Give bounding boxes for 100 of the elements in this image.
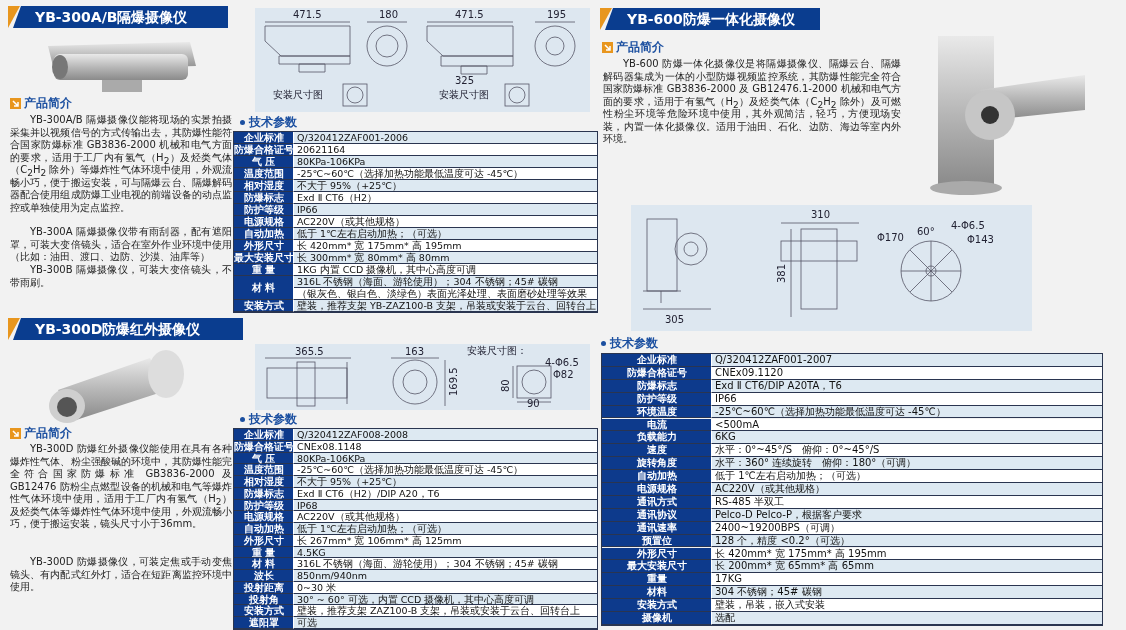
paragraph: YB-300B 隔爆摄像仪，可装大变倍镜头，不带雨刷。 — [10, 264, 232, 289]
dimension-label: 180 — [379, 10, 399, 20]
parameter-name: 重量 — [602, 573, 712, 587]
parameter-value: 17KG — [712, 573, 1102, 587]
parameter-value: IP66 — [294, 204, 597, 216]
parameter-value: 壁装，推荐支架 YB-ZAZ100-B 支架，吊装或安装于云台、回转台上 — [294, 300, 597, 312]
parameter-name: 防爆合格证号 — [234, 144, 294, 156]
parameter-name: 波长 — [234, 570, 294, 582]
paragraph: YB-300A/B 隔爆摄像仪能将现场的实景拍摄采集并以视频信号的方式传输出去，其防爆性能符合国家防爆标准 GB3836-2000 机械和电气方面的要求，适用于工厂内有氢气（H$_{2}$）及烃类气体（C$_{2}$H$_{2}$ 除外）等爆炸性气体环境中使用，外观流畅小巧，便于搬运安装，可与隔爆云台、隔爆解码器配合使用组成防爆工业电视的前端设备的动点监控或单独使用为定点监控。 — [10, 114, 232, 214]
section-subheading: 技术参数 — [249, 115, 297, 130]
parameter-value: 低于 1℃左右启动加热；（可选） — [294, 523, 597, 535]
dimension-label: 305 — [665, 315, 685, 325]
dimension-label: 安装尺寸图 — [273, 90, 323, 100]
parameter-name: 外形尺寸 — [602, 547, 712, 561]
parameter-name: 相对湿度 — [234, 476, 294, 488]
parameter-value: Q/320412ZAF001-2007 — [712, 354, 1102, 367]
parameter-value: 316L 不锈钢（海面、游轮使用）；304 不锈钢；45# 碳钢 — [294, 276, 597, 288]
parameter-name: 安装方式 — [602, 599, 712, 612]
parameter-value: 6KG — [712, 431, 1102, 445]
parameter-name: 摄像机 — [602, 612, 712, 625]
dimension-label: 471.5 — [455, 10, 484, 20]
dimension-label: 60° — [917, 227, 935, 237]
paragraph: YB-300D 防爆摄像仪，可装定焦或手动变焦镜头、有内配式红外灯，适合在短距离监控环境中使用。 — [10, 556, 232, 594]
parameter-value: 水平：0°~45°/S 俯仰：0°~45°/S — [712, 444, 1102, 458]
parameter-value: 水平：360° 连续旋转 俯仰：180°（可调） — [712, 457, 1102, 471]
parameter-value: AC220V（或其他规格） — [294, 216, 597, 228]
parameter-name: 电源规格 — [602, 483, 712, 496]
dimension-label: 310 — [811, 210, 831, 220]
parameter-name: 外形尺寸 — [234, 240, 294, 252]
dimension-label: 169.5 — [449, 367, 459, 396]
parameter-name: 负载能力 — [602, 431, 712, 445]
parameter-value: （银灰色、银白色、淡绿色）表面光泽处理、表面磨砂处理等效果 — [294, 288, 597, 300]
section-heading: YB-600防爆一体化摄像仪 — [605, 8, 820, 30]
paragraph: YB-300D 防爆红外摄像仪能使用在具有各种爆炸性气体、粉尘强酸碱的环境中，其防爆性能完全符合国家防爆标准 GB3836-2000 及 GB12476 防粉尘点燃型设备的机械和电气等爆炸性气体环境中使用，适用于工厂内有氢气（H$_{2}$）及烃类气体等爆炸性气体环境中使用，外观流畅小巧，便于搬运安装，镜头尺寸小于36mm。 — [10, 443, 232, 531]
parameter-value: 长 420mm* 宽 175mm* 高 195mm — [294, 240, 597, 252]
section-subheading: 技术参数 — [249, 412, 297, 427]
parameter-name: 温度范围 — [234, 168, 294, 180]
parameter-value: 不大于 95%（+25℃） — [294, 180, 597, 192]
section-heading: YB-300A/B隔爆摄像仪 — [13, 6, 228, 28]
parameter-name: 电源规格 — [234, 511, 294, 523]
parameter-name: 电源规格 — [234, 216, 294, 228]
parameter-value: AC220V（或其他规格） — [294, 511, 597, 523]
parameter-name: 温度范围 — [234, 464, 294, 476]
parameter-value: 低于 1℃左右启动加热；（可选） — [294, 228, 597, 240]
parameter-value: <500mA — [712, 418, 1102, 432]
parameter-name: 企业标准 — [602, 354, 712, 367]
parameter-name: 气 压 — [234, 156, 294, 168]
dimension-label: 4-Φ6.5 — [545, 358, 579, 368]
parameter-name: 自动加热 — [234, 523, 294, 535]
dimension-label: 381 — [777, 263, 787, 283]
dimension-label: 471.5 — [293, 10, 322, 20]
parameter-value: 选配 — [712, 612, 1102, 625]
parameter-value: 304 不锈钢；45# 碳钢 — [712, 586, 1102, 600]
parameter-value: 长 200mm* 宽 65mm* 高 65mm — [712, 560, 1102, 574]
parameter-value: 壁装，推荐支架 ZAZ100-B 支架，吊装或安装于云台、回转台上 — [294, 605, 597, 617]
parameter-value: Exd Ⅱ CT6（H2） — [294, 192, 597, 204]
parameter-name: 遮阳罩 — [234, 617, 294, 629]
parameter-name: 重 量 — [234, 264, 294, 276]
parameter-name: 企业标准 — [234, 429, 294, 441]
dimension-label: Φ170 — [877, 233, 904, 243]
parameter-value: 可选 — [294, 617, 597, 629]
paragraph: YB-300A 隔爆摄像仪带有雨刮器，配有遮阳罩，可装大变倍镜头，适合在室外作业环境中使用（比如：油田、渡口、边防、沙漠、油库等） — [10, 226, 232, 264]
parameter-name: 企业标准 — [234, 132, 294, 144]
parameter-value: -25℃~60℃（选择加热功能最低温度可达 -45℃） — [294, 168, 597, 180]
dimension-label: Φ143 — [967, 235, 994, 245]
section-subheading: 产品简介 — [24, 96, 72, 111]
dimension-label: 90 — [527, 399, 540, 409]
dimension-label: Φ82 — [553, 370, 574, 380]
parameter-name: 材 料 — [234, 276, 294, 300]
section-subheading: 产品简介 — [24, 426, 72, 441]
parameter-value: 850nm/940nm — [294, 570, 597, 582]
parameter-name: 自动加热 — [602, 470, 712, 483]
parameter-name: 防爆标志 — [234, 192, 294, 204]
paragraph: YB-600 防爆一体化摄像仪是将隔爆摄像仪、隔爆云台、隔爆解码器集成为一体的小型防爆视频监控系统，其防爆性能完全符合国家防爆标准 GB3836-2000 及 GB12476.1-2000 机械和电气方面的要求，适用于有氢气（H$_{2}$）及烃类气体（C$_{2}$H$_{2}$ 除外）及可燃性粉尘环境等危险环境中使用，其外观简洁，轻巧，方便现场安装，内置一体化摄像仪。适用于油田、石化、边防、海边等室内外环境。 — [603, 58, 901, 146]
parameter-value: AC220V（或其他规格） — [712, 483, 1102, 496]
parameter-name: 旋转角度 — [602, 457, 712, 471]
parameter-name: 最大安装尺寸 — [234, 252, 294, 264]
dimension-label: 325 — [455, 76, 475, 86]
section-subheading: 技术参数 — [610, 336, 658, 351]
parameter-name: 防护等级 — [234, 204, 294, 216]
parameter-name: 电流 — [602, 418, 712, 432]
parameter-value: 1KG 内置 CCD 摄像机，其中心高度可调 — [294, 264, 597, 276]
parameter-value: Q/320412ZAF008-2008 — [294, 429, 597, 441]
parameter-value: 20621164 — [294, 144, 597, 156]
dimension-label: 4-Φ6.5 — [951, 221, 985, 231]
parameter-name: 自动加热 — [234, 228, 294, 240]
parameter-value: 长 300mm* 宽 80mm* 高 80mm — [294, 252, 597, 264]
parameter-value: 316L 不锈钢（海面、游轮使用）；304 不锈钢；45# 碳钢 — [294, 558, 597, 570]
dimension-label: 安装尺寸图： — [467, 346, 527, 356]
dimension-label: 80 — [501, 379, 511, 392]
parameter-value: 低于 1℃左右启动加热；（可选） — [712, 470, 1102, 483]
parameter-value: 80KPa-106KPa — [294, 156, 597, 168]
section-heading: YB-300D防爆红外摄像仪 — [13, 318, 243, 340]
parameter-value: 长 420mm* 宽 175mm* 高 195mm — [712, 547, 1102, 561]
parameter-name: 材料 — [602, 586, 712, 600]
parameter-name: 相对湿度 — [234, 180, 294, 192]
parameter-name: 安装方式 — [234, 300, 294, 312]
dimension-label: 195 — [547, 10, 567, 20]
dimension-label: 365.5 — [295, 347, 324, 357]
parameter-value: 壁装，吊装，嵌入式安装 — [712, 599, 1102, 612]
